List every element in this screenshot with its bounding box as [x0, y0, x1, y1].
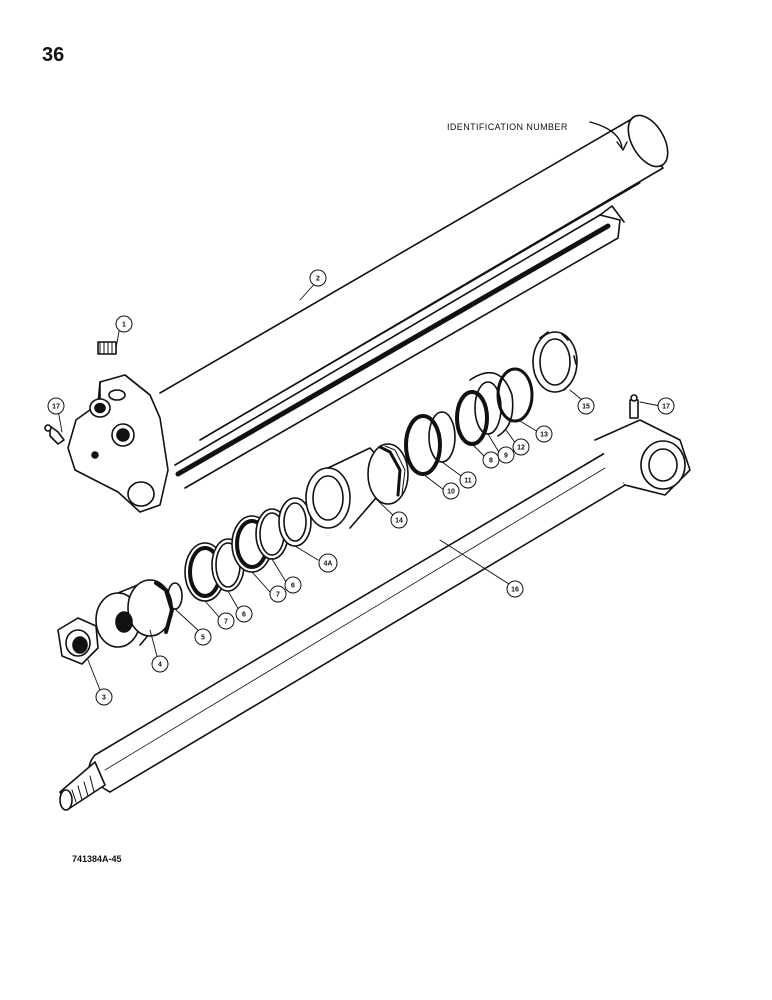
identification-arrow [589, 121, 623, 149]
callout-6a: 6 [242, 612, 246, 619]
piston-nut [57, 617, 99, 665]
seal-ring-8 [455, 390, 489, 446]
callout-6b: 6 [291, 583, 295, 590]
pipe-plug [97, 341, 117, 355]
cylinder-barrel [159, 114, 669, 489]
identification-number-label: IDENTIFICATION NUMBER [447, 122, 568, 132]
seal-ring-10 [404, 414, 442, 476]
piston-seal-set-a [184, 538, 245, 602]
callout-8: 8 [489, 458, 493, 465]
callout-2: 2 [316, 276, 320, 283]
piston [95, 579, 174, 648]
grease-fitting-left [44, 424, 65, 445]
cylinder-gland [305, 443, 409, 529]
callout-15: 15 [582, 404, 590, 411]
callout-13: 13 [540, 432, 548, 439]
callout-markers: 1 2 3 4 5 7 6 7 6 4A 14 10 11 8 9 12 13 … [47, 269, 675, 706]
callout-7a: 7 [224, 619, 228, 626]
callout-4: 4 [158, 662, 162, 669]
callout-1: 1 [122, 322, 126, 329]
callout-10: 10 [447, 489, 455, 496]
callout-12: 12 [517, 445, 525, 452]
callout-4a: 4A [324, 561, 333, 568]
gland-nut [532, 331, 578, 393]
callout-3: 3 [102, 695, 106, 702]
snap-ring-12 [469, 371, 514, 437]
seal-ring-11 [428, 411, 456, 463]
piston-rod [59, 419, 691, 811]
callout-7b: 7 [276, 592, 280, 599]
seal-ring-13 [496, 367, 534, 423]
callout-16: 16 [511, 587, 519, 594]
callout-17b: 17 [662, 404, 670, 411]
figure-code: 741384A-45 [72, 854, 122, 864]
callout-9: 9 [504, 453, 508, 460]
cylinder-base-block [67, 374, 169, 513]
page-number: 36 [42, 44, 65, 66]
callout-5: 5 [201, 635, 205, 642]
callout-17a: 17 [52, 404, 60, 411]
grease-fitting-right [629, 394, 639, 419]
callout-14: 14 [395, 518, 403, 525]
callout-11: 11 [464, 478, 472, 485]
